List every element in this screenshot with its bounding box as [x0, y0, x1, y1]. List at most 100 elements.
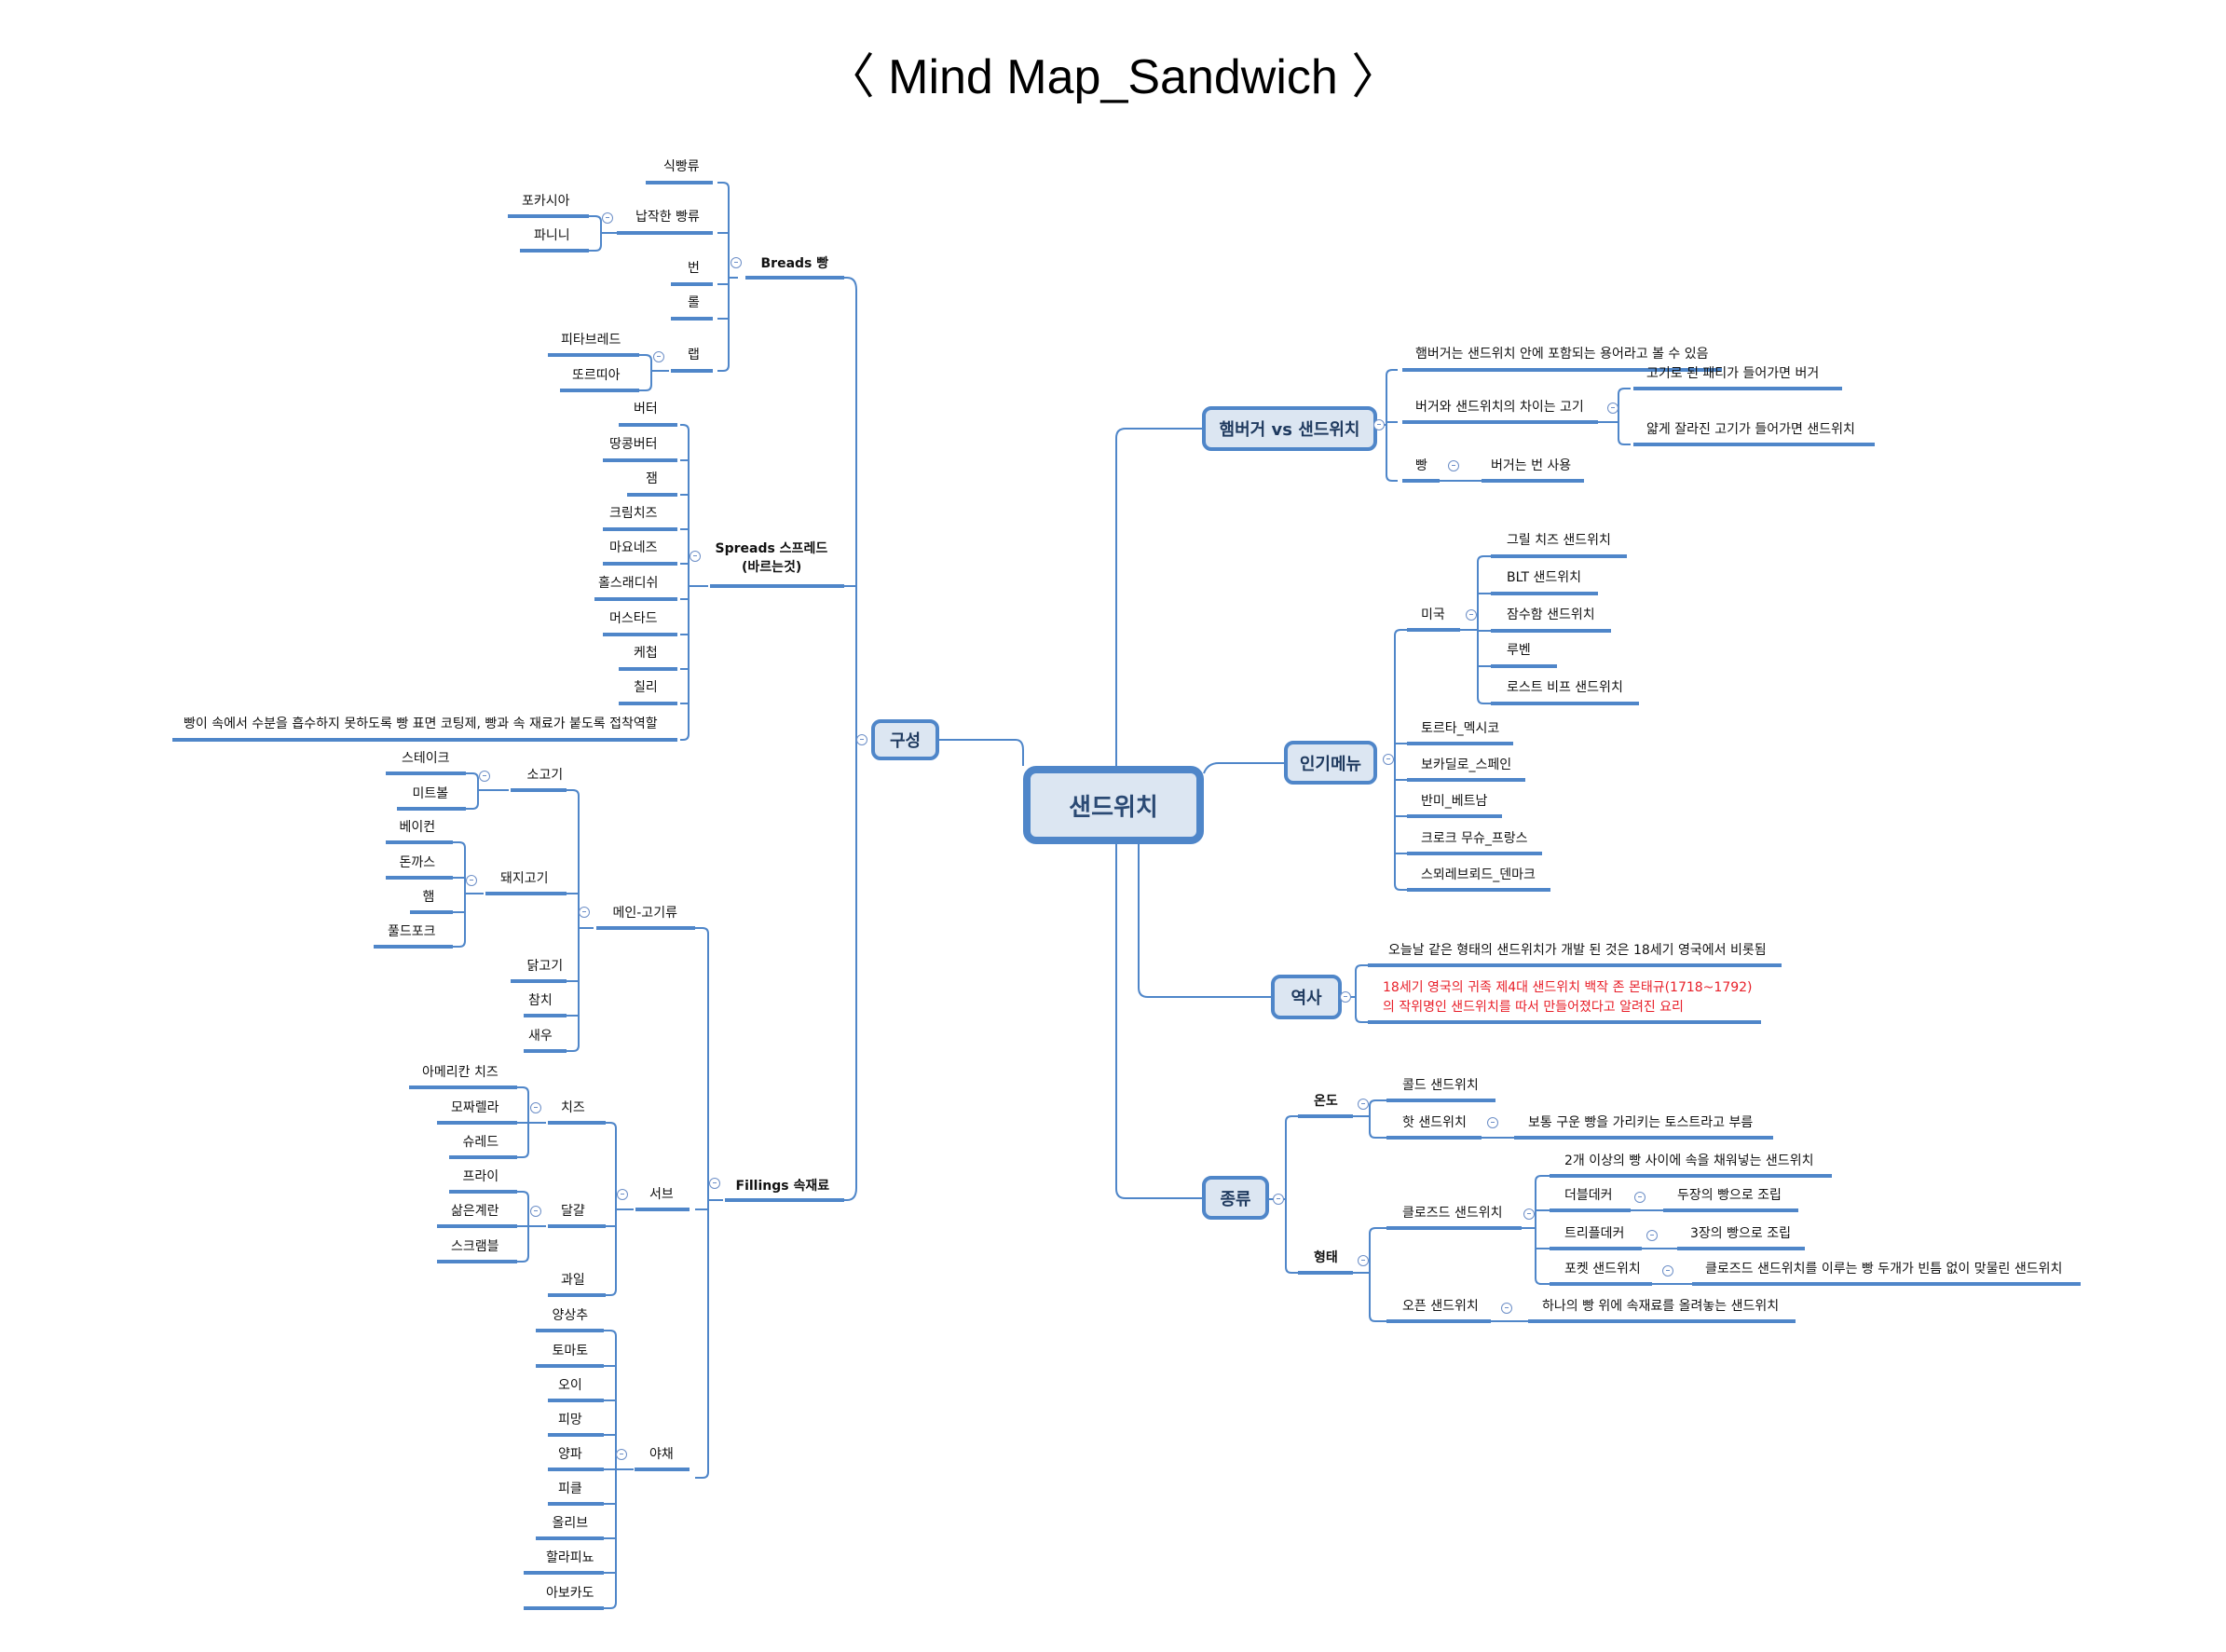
subtopic-item[interactable]: 슈레드: [462, 1135, 499, 1150]
topic-spreads-item[interactable]: 마요네즈: [609, 540, 658, 555]
subtopic-item[interactable]: 양상추: [552, 1308, 589, 1323]
subtopic-double-decker[interactable]: 더블데커: [1564, 1188, 1613, 1203]
topic-spreads[interactable]: Spreads 스프레드: [715, 541, 828, 556]
history-text[interactable]: 오늘날 같은 형태의 샌드위치가 개발 된 것은 18세기 영국에서 비롯됨: [1388, 943, 1767, 958]
subtopic-item[interactable]: 루벤: [1507, 643, 1531, 658]
subtopic-item[interactable]: 오이: [558, 1378, 582, 1393]
topic-popular-item[interactable]: 보카딜로_스페인: [1421, 758, 1512, 772]
subtopic-item[interactable]: 베이컨: [399, 820, 436, 835]
topic-spreads-item[interactable]: 크림치즈: [609, 506, 658, 521]
subtopic-item[interactable]: 그릴 치즈 샌드위치: [1507, 533, 1611, 548]
subtopic-triple-decker[interactable]: 트리플데커: [1564, 1226, 1625, 1241]
subtopic-item[interactable]: 두장의 빵으로 조립: [1677, 1188, 1782, 1203]
topic-hamburger-bread[interactable]: 빵: [1415, 458, 1427, 473]
topic-vegetables[interactable]: 야채: [649, 1447, 674, 1462]
topic-breads-item[interactable]: 납작한 빵류: [635, 210, 700, 225]
branch-node-composition[interactable]: 구성: [871, 719, 939, 760]
subtopic-item[interactable]: 프라이: [462, 1169, 499, 1184]
subtopic-item[interactable]: 닭고기: [526, 959, 564, 974]
root-node-sandwich[interactable]: 샌드위치: [1023, 766, 1204, 844]
branch-node-popular-menu[interactable]: 인기메뉴: [1284, 741, 1377, 785]
topic-spreads-item[interactable]: 버터: [634, 402, 658, 416]
subtopic-item[interactable]: 아보카도: [546, 1586, 594, 1601]
topic-hamburger-meat[interactable]: 버거와 샌드위치의 차이는 고기: [1415, 400, 1584, 415]
history-red-text-2[interactable]: 의 작위명인 샌드위치를 따서 만들어졌다고 알려진 요리: [1383, 1000, 1684, 1015]
topic-popular-item[interactable]: 스뫼레브뢰드_덴마크: [1421, 867, 1536, 882]
collapse-toggle-icon[interactable]: [530, 1102, 541, 1113]
branch-node-history[interactable]: 역사: [1271, 975, 1342, 1019]
topic-main-meat[interactable]: 메인-고기류: [612, 906, 677, 921]
subtopic-item[interactable]: 고기로 된 패티가 들어가면 버거: [1646, 366, 1820, 381]
collapse-toggle-icon[interactable]: [1501, 1303, 1512, 1314]
topic-spreads-item[interactable]: 케첩: [634, 646, 658, 661]
topic-spreads-item[interactable]: 빵이 속에서 수분을 흡수하지 못하도록 빵 표면 코팅제, 빵과 속 재료가 …: [184, 717, 658, 731]
topic-popular-item[interactable]: 크로크 무슈_프랑스: [1421, 831, 1528, 846]
collapse-toggle-icon[interactable]: [731, 257, 742, 268]
collapse-toggle-icon[interactable]: [579, 907, 590, 918]
subtopic-item[interactable]: 피타브레드: [561, 333, 621, 348]
subtopic-open[interactable]: 오픈 샌드위치: [1402, 1299, 1479, 1314]
topic-fillings[interactable]: Fillings 속재료: [735, 1179, 830, 1194]
topic-breads-item[interactable]: 번: [688, 261, 700, 276]
subtopic-item[interactable]: 버거는 번 사용: [1491, 458, 1572, 473]
subtopic-item[interactable]: 올리브: [552, 1516, 589, 1531]
collapse-toggle-icon[interactable]: [616, 1449, 627, 1460]
topic-breads-item[interactable]: 롤: [688, 295, 700, 310]
collapse-toggle-icon[interactable]: [1607, 403, 1618, 414]
collapse-toggle-icon[interactable]: [1383, 754, 1394, 765]
subtopic-item[interactable]: 또르띠아: [572, 368, 621, 383]
collapse-toggle-icon[interactable]: [1646, 1230, 1658, 1241]
subtopic-item[interactable]: 토마토: [552, 1344, 589, 1358]
subtopic-item[interactable]: 할라피뇨: [546, 1550, 594, 1565]
topic-breads-item[interactable]: 식빵류: [663, 159, 700, 174]
collapse-toggle-icon[interactable]: [1358, 1099, 1369, 1110]
subtopic-pork[interactable]: 돼지고기: [500, 871, 549, 886]
topic-sub[interactable]: 서브: [649, 1187, 674, 1202]
subtopic-item[interactable]: 풀드포크: [388, 924, 436, 939]
subtopic-item[interactable]: 미트볼: [412, 786, 449, 801]
subtopic-closed[interactable]: 클로즈드 샌드위치: [1402, 1206, 1503, 1221]
collapse-toggle-icon[interactable]: [709, 1178, 720, 1189]
collapse-toggle-icon[interactable]: [856, 734, 867, 745]
topic-popular-item[interactable]: 반미_베트남: [1421, 794, 1488, 809]
topic-spreads-item[interactable]: 땅콩버터: [609, 437, 658, 452]
subtopic-item[interactable]: 로스트 비프 샌드위치: [1507, 680, 1623, 695]
topic-spreads-item[interactable]: 홀스래디쉬: [598, 576, 659, 591]
subtopic-item[interactable]: 3장의 빵으로 조립: [1690, 1226, 1791, 1241]
subtopic-item[interactable]: 아메리칸 치즈: [422, 1065, 498, 1080]
collapse-toggle-icon[interactable]: [690, 551, 701, 562]
collapse-toggle-icon[interactable]: [617, 1189, 628, 1200]
collapse-toggle-icon[interactable]: [1487, 1117, 1498, 1128]
collapse-toggle-icon[interactable]: [1466, 609, 1477, 621]
topic-hamburger-term[interactable]: 햄버거는 샌드위치 안에 포함되는 용어라고 볼 수 있음: [1415, 347, 1709, 362]
collapse-toggle-icon[interactable]: [479, 771, 490, 782]
collapse-toggle-icon[interactable]: [466, 875, 477, 886]
topic-breads[interactable]: Breads 빵: [760, 256, 829, 271]
collapse-toggle-icon[interactable]: [1448, 460, 1459, 471]
collapse-toggle-icon[interactable]: [1373, 419, 1385, 430]
collapse-toggle-icon[interactable]: [530, 1206, 541, 1217]
topic-spreads-item[interactable]: 머스타드: [609, 611, 658, 626]
subtopic-item[interactable]: 포카시아: [522, 194, 570, 209]
subtopic-item[interactable]: 보통 구운 빵을 가리키는 토스트라고 부름: [1528, 1115, 1754, 1130]
topic-spreads-item[interactable]: 칠리: [634, 680, 658, 695]
branch-node-types[interactable]: 종류: [1202, 1176, 1269, 1220]
subtopic-item[interactable]: 양파: [558, 1447, 582, 1462]
collapse-toggle-icon[interactable]: [1358, 1255, 1369, 1266]
subtopic-hot[interactable]: 핫 샌드위치: [1402, 1115, 1467, 1130]
collapse-toggle-icon[interactable]: [1523, 1208, 1535, 1220]
subtopic-item[interactable]: 모짜렐라: [451, 1100, 499, 1115]
collapse-toggle-icon[interactable]: [653, 351, 664, 362]
subtopic-item[interactable]: 파니니: [534, 228, 570, 243]
topic-spreads-sub[interactable]: (바르는것): [742, 560, 802, 575]
collapse-toggle-icon[interactable]: [602, 212, 613, 224]
topic-breads-item[interactable]: 랩: [688, 348, 700, 362]
subtopic-beef[interactable]: 소고기: [526, 768, 564, 783]
history-red-text-1[interactable]: 18세기 영국의 귀족 제4대 샌드위치 백작 존 몬태규(1718~1792): [1383, 980, 1753, 995]
subtopic-item[interactable]: 2개 이상의 빵 사이에 속을 채워넣는 샌드위치: [1564, 1154, 1814, 1168]
subtopic-item[interactable]: BLT 샌드위치: [1507, 570, 1581, 585]
subtopic-item[interactable]: 피클: [558, 1481, 582, 1496]
collapse-toggle-icon[interactable]: [1273, 1194, 1284, 1205]
subtopic-item[interactable]: 햄: [422, 890, 435, 905]
subtopic-item[interactable]: 돈까스: [399, 855, 436, 870]
